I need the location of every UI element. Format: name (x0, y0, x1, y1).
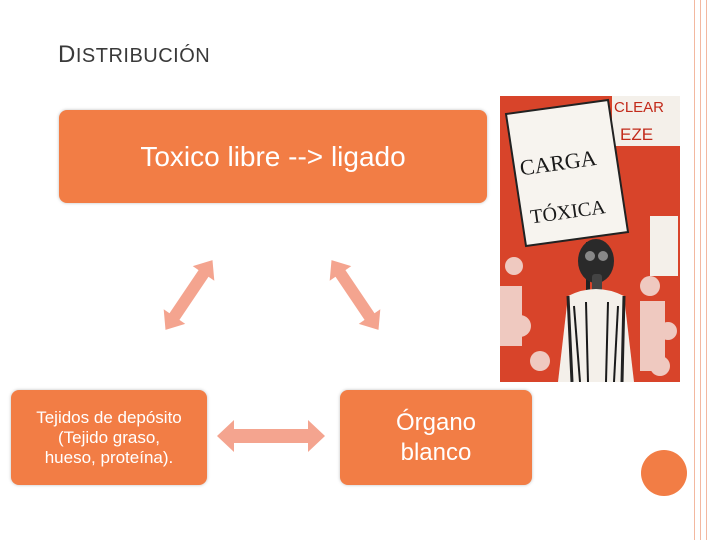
bg-sign-text2: EZE (620, 125, 653, 144)
frame-line (694, 0, 695, 540)
storage-tissue-box: Tejidos de depósito (Tejido graso, hueso… (11, 390, 207, 485)
target-organ-box: Órgano blanco (340, 390, 532, 485)
frame-line (706, 0, 707, 540)
bg-sign-text1: CLEAR (614, 99, 664, 116)
title-rest: ISTRIBUCIÓN (75, 45, 211, 67)
free-toxic-label: Toxico libre --> ligado (140, 140, 406, 172)
storage-tissue-label: Tejidos de depósito (Tejido graso, hueso… (36, 407, 182, 467)
toxic-load-protest-image: CLEAR EZE CARGA TÓXICA (500, 96, 680, 382)
target-organ-label: Órgano blanco (395, 408, 477, 466)
double-arrow-right (329, 260, 381, 330)
title-initial: D (58, 41, 76, 68)
slide-title: DISTRIBUCIÓN (58, 41, 210, 69)
free-toxic-box: Toxico libre --> ligado (59, 110, 487, 203)
double-arrow-left (163, 260, 215, 330)
decorative-circle (641, 450, 687, 496)
frame-line (700, 0, 701, 540)
double-arrow-bottom (217, 420, 325, 452)
